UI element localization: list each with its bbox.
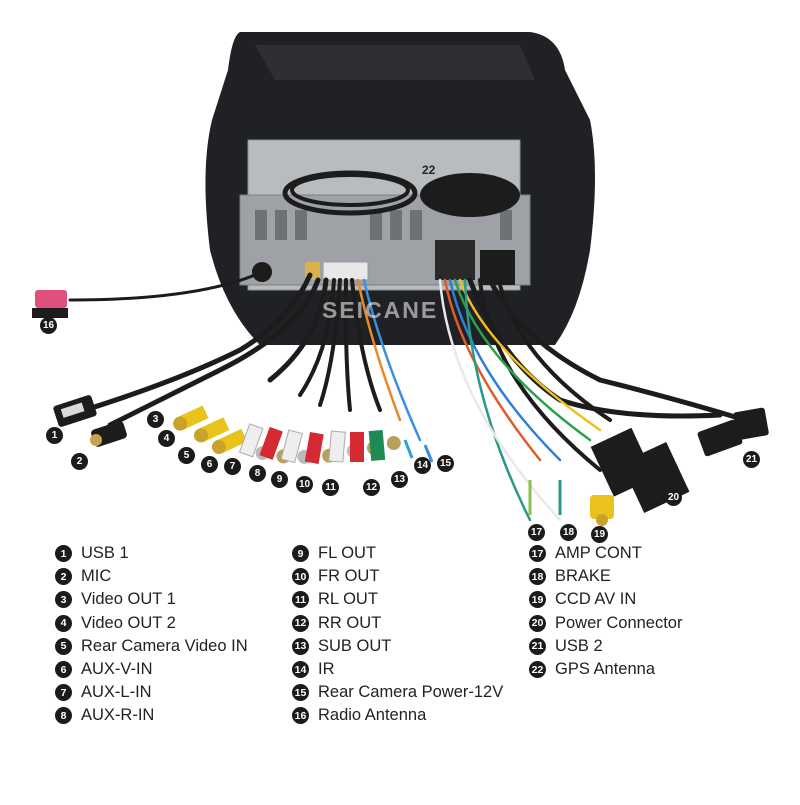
legend-number: 15 xyxy=(292,684,309,702)
legend-number: 18 xyxy=(529,568,546,586)
legend-item: 12 RR OUT xyxy=(292,612,503,635)
legend-number: 13 xyxy=(292,637,309,655)
callout-16: 16 xyxy=(40,317,57,334)
legend-number: 20 xyxy=(529,614,546,632)
callout-19: 19 xyxy=(591,526,608,543)
legend-item: 9 FL OUT xyxy=(292,542,503,565)
legend-item: 21 USB 2 xyxy=(529,635,682,658)
legend-item: 4 Video OUT 2 xyxy=(55,612,248,635)
legend-number: 7 xyxy=(55,684,72,702)
legend-number: 6 xyxy=(55,661,72,679)
legend-item: 20 Power Connector xyxy=(529,612,682,635)
legend-label: SUB OUT xyxy=(318,636,392,655)
legend-label: Rear Camera Power-12V xyxy=(318,683,504,702)
legend-item: 17 AMP CONT xyxy=(529,542,682,565)
ccd-av-in-connector xyxy=(590,495,614,519)
callout-2: 2 xyxy=(71,453,88,470)
legend-column-2: 9 FL OUT 10 FR OUT 11 RL OUT 12 RR OUT 13 SUB… xyxy=(292,542,503,728)
legend-item: 3 Video OUT 1 xyxy=(55,588,248,611)
callout-5: 5 xyxy=(178,447,195,464)
legend-label: MIC xyxy=(81,567,112,586)
legend-number: 14 xyxy=(292,661,309,679)
legend-label: AUX-V-IN xyxy=(81,660,153,679)
callout-10: 10 xyxy=(296,476,313,493)
legend-number: 2 xyxy=(55,568,72,586)
legend-number: 1 xyxy=(55,545,72,563)
legend-label: AUX-L-IN xyxy=(81,683,152,702)
callout-20: 20 xyxy=(665,489,682,506)
legend-label: CCD AV IN xyxy=(555,590,637,609)
callout-11: 11 xyxy=(322,479,339,496)
callout-21: 21 xyxy=(743,451,760,468)
callout-1: 1 xyxy=(46,427,63,444)
legend-label: Rear Camera Video IN xyxy=(81,636,248,655)
callout-15: 15 xyxy=(437,455,454,472)
callout-17: 17 xyxy=(528,524,545,541)
usb2-connector xyxy=(697,407,769,457)
legend-item: 22 GPS Antenna xyxy=(529,658,682,681)
legend-label: RL OUT xyxy=(318,590,378,609)
legend-label: Power Connector xyxy=(555,613,683,632)
legend-number: 12 xyxy=(292,614,309,632)
legend-label: FR OUT xyxy=(318,567,380,586)
callout-12: 12 xyxy=(363,479,380,496)
callout-3: 3 xyxy=(147,411,164,428)
callout-13: 13 xyxy=(391,471,408,488)
legend-item: 6 AUX-V-IN xyxy=(55,658,248,681)
legend-label: FL OUT xyxy=(318,544,377,563)
gps-antenna xyxy=(420,173,520,217)
legend-number: 8 xyxy=(55,707,72,725)
legend-item: 7 AUX-L-IN xyxy=(55,681,248,704)
legend-label: Video OUT 1 xyxy=(81,590,176,609)
legend-number: 5 xyxy=(55,637,72,655)
legend-item: 19 CCD AV IN xyxy=(529,588,682,611)
legend-number: 22 xyxy=(529,661,546,679)
legend-column-3: 17 AMP CONT 18 BRAKE 19 CCD AV IN 20 Power C… xyxy=(529,542,682,681)
legend-label: BRAKE xyxy=(555,567,611,586)
callout-4: 4 xyxy=(158,430,175,447)
legend-number: 11 xyxy=(292,591,309,609)
legend-label: AUX-R-IN xyxy=(81,706,155,725)
legend-item: 11 RL OUT xyxy=(292,588,503,611)
callout-8: 8 xyxy=(249,465,266,482)
callout-9: 9 xyxy=(271,471,288,488)
callout-6: 6 xyxy=(201,456,218,473)
gps-antenna-marker: 22 xyxy=(422,163,436,177)
callout-7: 7 xyxy=(224,458,241,475)
legend-label: IR xyxy=(318,660,335,679)
legend-number: 19 xyxy=(529,591,546,609)
legend-item: 2 MIC xyxy=(55,565,248,588)
legend-number: 21 xyxy=(529,637,546,655)
legend-item: 5 Rear Camera Video IN xyxy=(55,635,248,658)
legend-number: 9 xyxy=(292,545,309,563)
legend-item: 18 BRAKE xyxy=(529,565,682,588)
legend-label: Video OUT 2 xyxy=(81,613,176,632)
legend-label: AMP CONT xyxy=(555,544,642,563)
legend-number: 4 xyxy=(55,614,72,632)
legend-number: 17 xyxy=(529,545,546,563)
legend-item: 1 USB 1 xyxy=(55,542,248,565)
legend-label: Radio Antenna xyxy=(318,706,427,725)
legend-number: 10 xyxy=(292,568,309,586)
legend-label: RR OUT xyxy=(318,613,382,632)
legend-label: GPS Antenna xyxy=(555,660,655,679)
callout-14: 14 xyxy=(414,457,431,474)
legend-label: USB 1 xyxy=(81,544,129,563)
callout-18: 18 xyxy=(560,524,577,541)
watermark-logo: SEICANE xyxy=(322,297,439,323)
rca-plugs xyxy=(173,405,401,464)
legend-item: 13 SUB OUT xyxy=(292,635,503,658)
legend-label: USB 2 xyxy=(555,636,603,655)
legend-number: 16 xyxy=(292,707,309,725)
legend-item: 15 Rear Camera Power-12V xyxy=(292,681,503,704)
legend-item: 14 IR xyxy=(292,658,503,681)
legend-item: 8 AUX-R-IN xyxy=(55,704,248,727)
legend-item: 10 FR OUT xyxy=(292,565,503,588)
legend-number: 3 xyxy=(55,591,72,609)
legend-item: 16 Radio Antenna xyxy=(292,704,503,727)
radio-antenna-connector xyxy=(35,290,67,308)
